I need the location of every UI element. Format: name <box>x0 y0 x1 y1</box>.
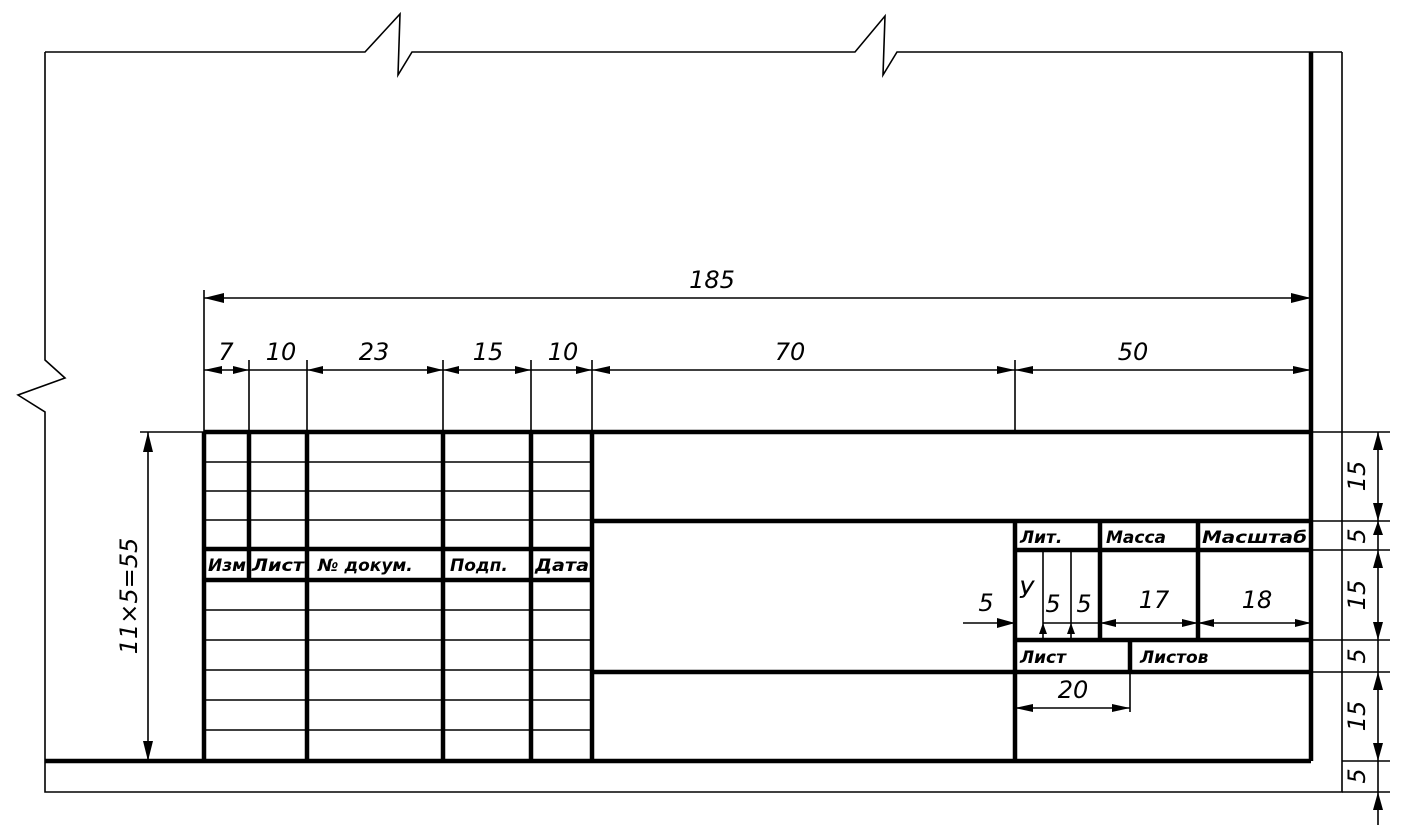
extension-lines <box>140 290 1390 793</box>
dim-lit-width: 5 <box>978 589 993 617</box>
dim-total-width: 185 <box>689 266 735 294</box>
cell-massa: Масса <box>1106 528 1166 548</box>
title-block-thick-lines <box>201 429 1311 761</box>
dim-col-podp: 15 <box>473 338 504 366</box>
arrowheads <box>143 293 1383 810</box>
title-block-thin-lines <box>204 461 1072 731</box>
cell-lit-letter: У <box>1019 576 1035 604</box>
dim-col-data: 10 <box>548 338 579 366</box>
cell-dokum: № докум. <box>317 556 413 576</box>
cell-lit: Лит. <box>1019 528 1062 548</box>
dim-right-h6: 5 <box>1343 768 1371 783</box>
cell-masshtab: Масштаб <box>1202 528 1307 548</box>
dim-col-izm: 7 <box>218 338 234 366</box>
cell-data: Дата <box>534 556 589 576</box>
dim-right-h5: 15 <box>1343 701 1371 732</box>
dim-height-left: 11×5=55 <box>115 538 143 655</box>
dim-masshtab-width: 18 <box>1242 586 1273 614</box>
dim-list-width: 20 <box>1058 676 1089 704</box>
dim-col-middle: 70 <box>775 338 806 366</box>
frame-top-edge <box>45 11 1342 79</box>
cell-sheets: Листов <box>1139 648 1209 668</box>
dim-col-dokum: 23 <box>359 338 390 366</box>
cell-list: Лист <box>251 556 305 576</box>
dim-right-h4: 5 <box>1343 648 1371 663</box>
cell-podp: Подп. <box>450 556 508 576</box>
dim-lit-sub2: 5 <box>1076 590 1091 618</box>
dim-right-h3: 15 <box>1343 580 1371 611</box>
frame-left-edge <box>16 52 1343 793</box>
dim-right-h2: 5 <box>1343 528 1371 543</box>
dim-right-h1: 15 <box>1343 461 1371 492</box>
dim-col-right: 50 <box>1118 338 1149 366</box>
dim-col-list: 10 <box>266 338 297 366</box>
cell-sheet: Лист <box>1019 648 1067 668</box>
dim-lit-sub1: 5 <box>1045 590 1060 618</box>
dim-massa-width: 17 <box>1139 586 1170 614</box>
cell-izm: Изм <box>208 556 246 576</box>
